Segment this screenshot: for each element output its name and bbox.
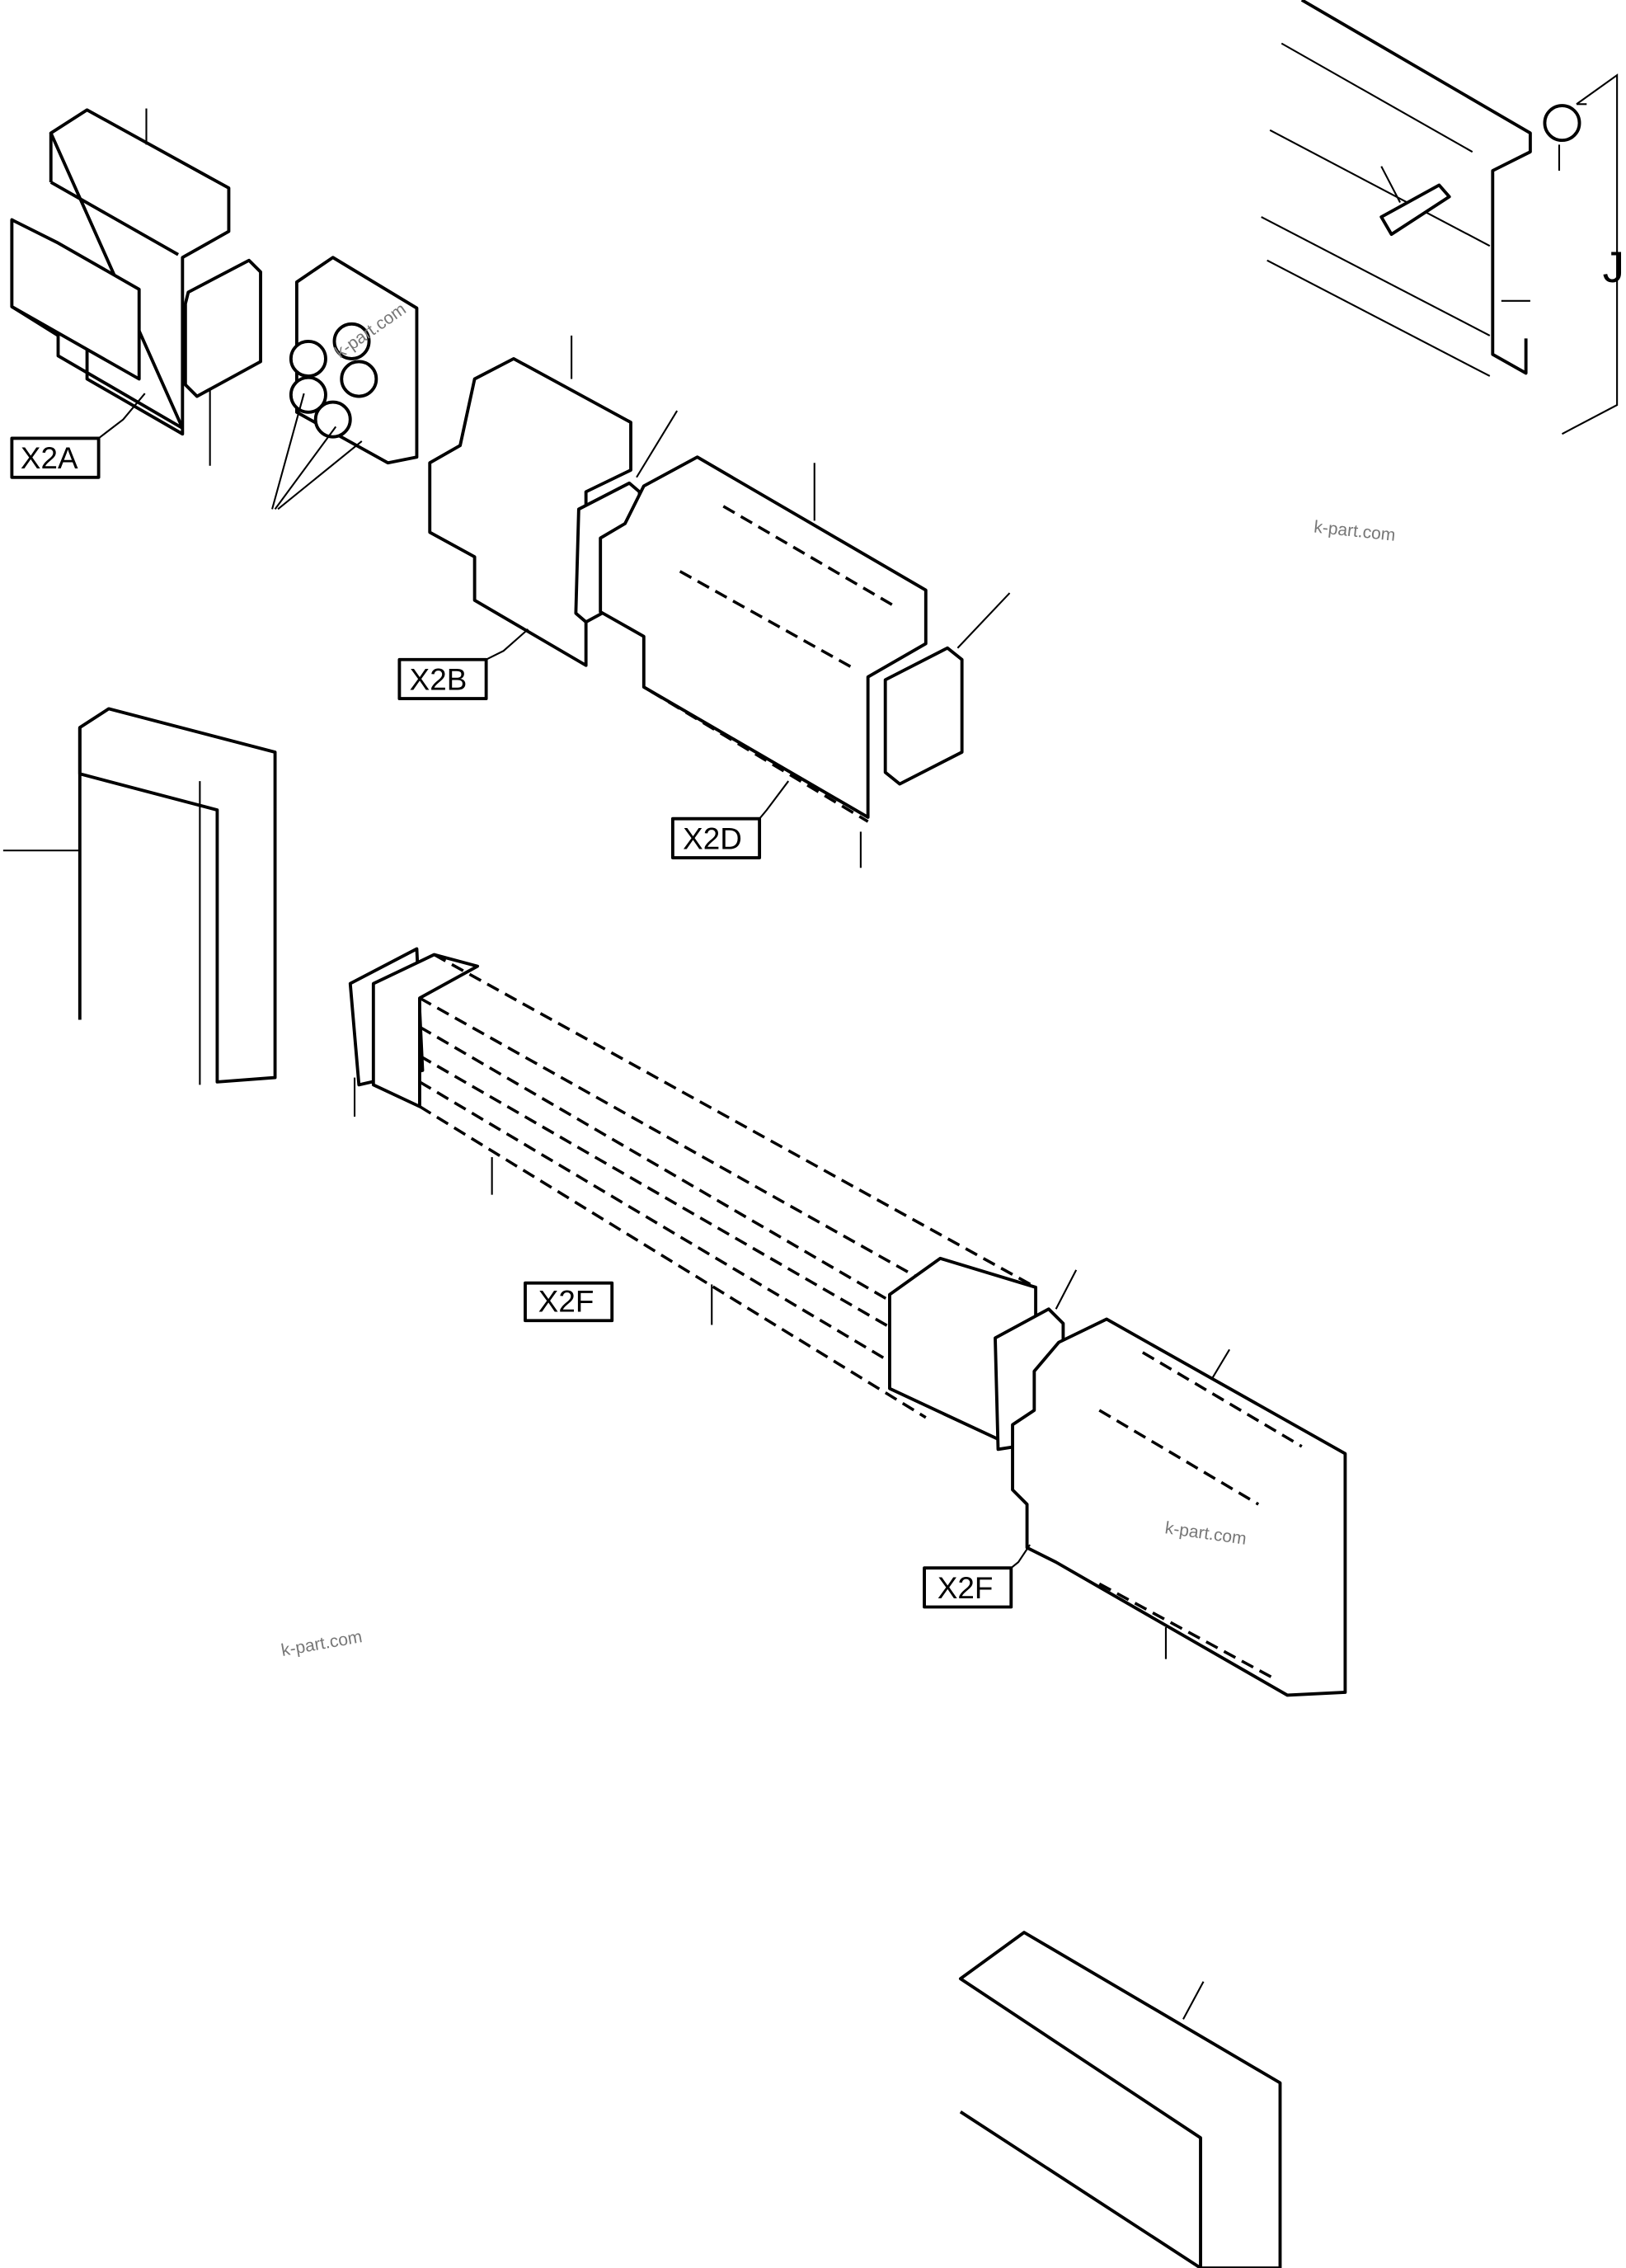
view-label-j: J bbox=[1603, 243, 1624, 292]
terminal-block-x2d bbox=[599, 455, 928, 868]
label-x2f-lower: X2F bbox=[923, 1566, 1013, 1609]
bolt-connector-block bbox=[271, 256, 419, 511]
wiring-duct-horizontal bbox=[958, 1931, 1282, 2268]
label-x2d: X2D bbox=[670, 816, 762, 859]
end-clamp-3 bbox=[883, 646, 964, 786]
detail-view-j: J bbox=[1261, 0, 1624, 435]
label-x2b-text: X2B bbox=[410, 663, 468, 697]
label-x2f-upper: X2F bbox=[524, 1281, 614, 1323]
end-clamp-1 bbox=[183, 258, 262, 398]
terminal-block-x2f-lower bbox=[1010, 1317, 1347, 1697]
label-x2f-lower-text: X2F bbox=[938, 1571, 994, 1605]
terminal-block-x2a bbox=[10, 108, 231, 466]
label-x2a: X2A bbox=[10, 436, 101, 479]
leader-line bbox=[636, 410, 679, 478]
watermark: k-part.com bbox=[1313, 518, 1396, 545]
terminal-rail-x2f bbox=[348, 947, 1078, 1452]
watermark: k-part.com bbox=[280, 1627, 364, 1660]
label-x2a-text: X2A bbox=[21, 441, 78, 475]
wiring-duct-vertical bbox=[2, 707, 277, 1085]
label-x2f-upper-text: X2F bbox=[538, 1285, 594, 1319]
leader-line bbox=[956, 592, 1011, 649]
label-x2b: X2B bbox=[397, 657, 488, 701]
label-x2d-text: X2D bbox=[683, 821, 742, 855]
